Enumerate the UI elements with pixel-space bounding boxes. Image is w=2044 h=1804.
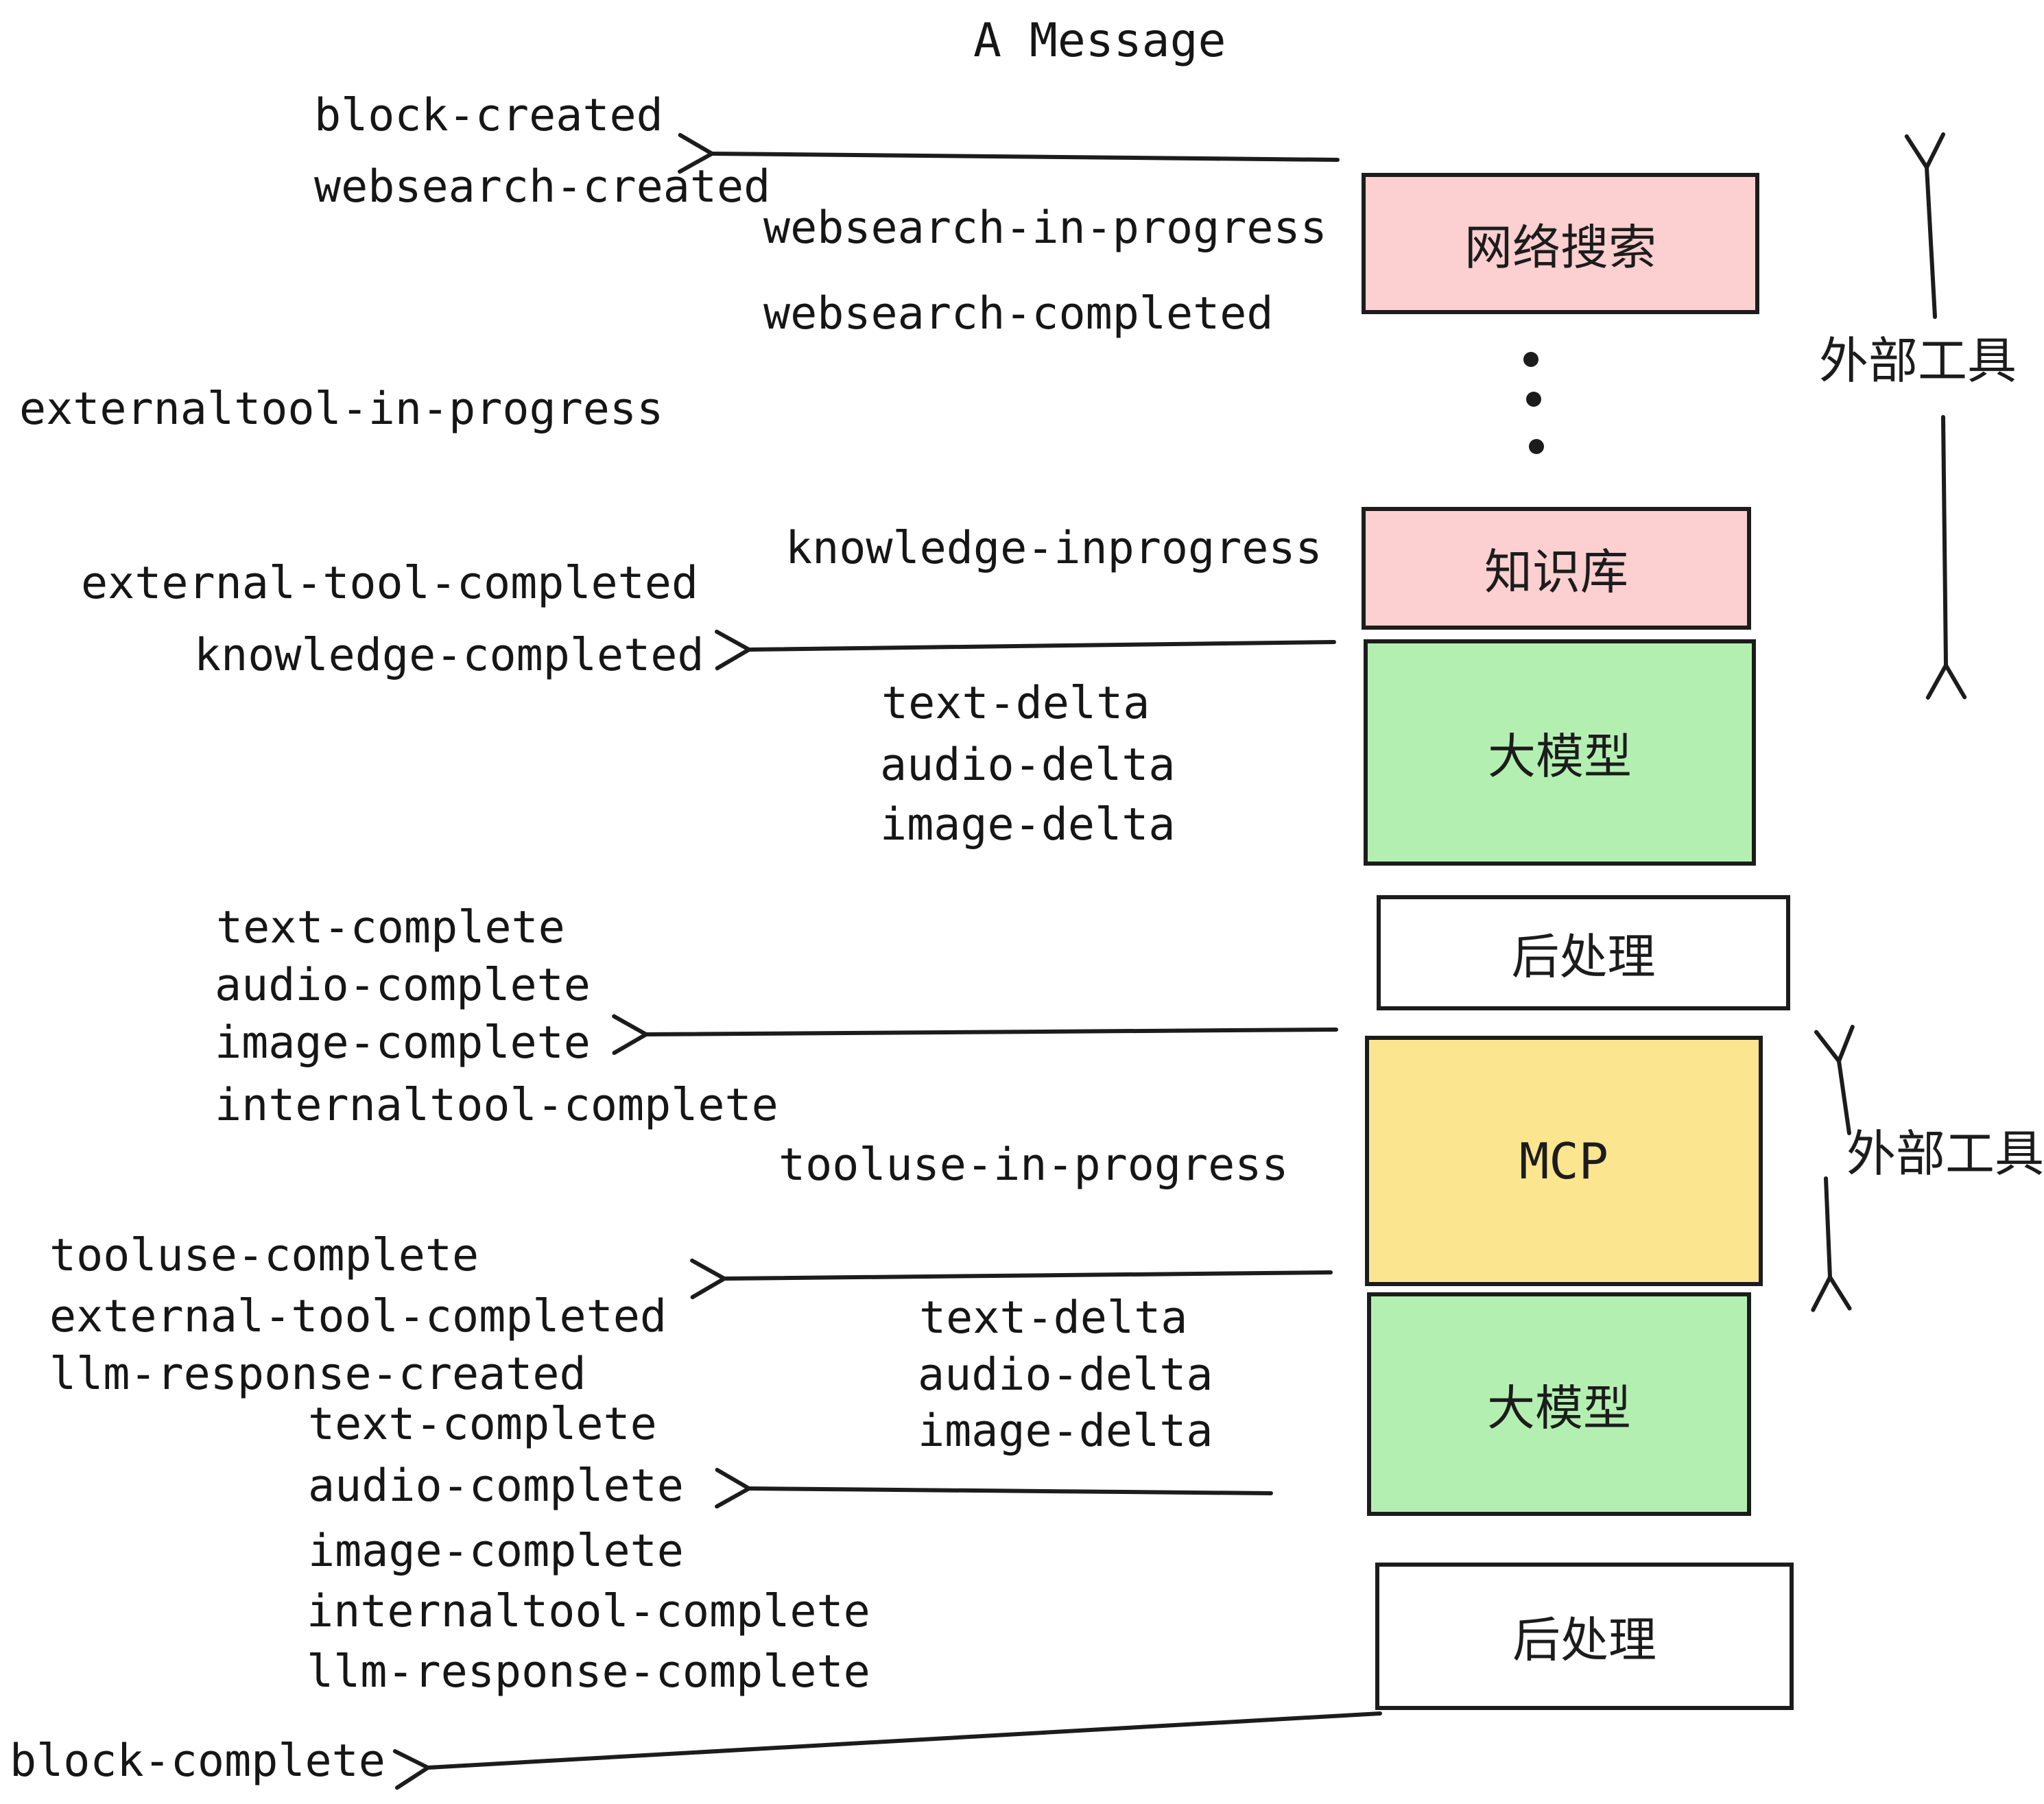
vertical-ellipsis-dots [1523,352,1544,454]
down-arrow-external-tools-1 [1925,415,1967,700]
page-title: A Message [973,14,1226,68]
box-knowledge-base-label: 知识库 [1484,544,1628,600]
box-postprocess-2: 后处理 [1375,1563,1794,1710]
label-audio-delta-2: audio-delta [918,1349,1213,1401]
label-websearch-in-progress: websearch-in-progress [763,202,1327,254]
label-knowledge-completed: knowledge-completed [194,630,704,681]
label-image-delta-1: image-delta [880,799,1176,851]
box-websearch-label: 网络搜索 [1464,219,1656,276]
label-text-delta-2: text-delta [919,1292,1188,1344]
left-arrow-to-tooluse-complete [690,1258,1333,1300]
label-text-complete-2: text-complete [308,1399,657,1450]
box-llm-2: 大模型 [1367,1292,1751,1516]
label-llm-response-created: llm-response-created [49,1349,586,1400]
box-postprocess-2-label: 后处理 [1512,1612,1656,1668]
label-websearch-created: websearch-created [314,161,771,213]
label-llm-response-complete: llm-response-complete [307,1646,870,1698]
label-block-created: block-created [314,90,663,141]
up-arrow-external-tools-2 [1814,1025,1855,1135]
label-image-complete-2: image-complete [308,1526,684,1577]
label-websearch-completed: websearch-completed [763,288,1274,340]
label-image-delta-2: image-delta [918,1405,1213,1457]
label-external-tool-completed-2: external-tool-completed [49,1291,667,1342]
label-external-tools-1: 外部工具 [1819,332,2017,390]
label-internaltool-complete-1: internaltool-complete [215,1080,779,1131]
label-text-complete-1: text-complete [216,902,565,953]
left-arrow-to-websearch-created [678,132,1340,174]
label-knowledge-inprogress: knowledge-inprogress [785,523,1322,574]
box-postprocess-1: 后处理 [1377,895,1790,1010]
left-arrow-to-image-complete [612,1014,1338,1055]
label-internaltool-complete-2: internaltool-complete [307,1586,870,1637]
box-websearch: 网络搜索 [1362,173,1759,314]
label-image-complete-1: image-complete [215,1017,591,1069]
label-tooluse-complete: tooluse-complete [49,1230,479,1281]
box-knowledge-base: 知识库 [1362,507,1751,630]
box-llm-1-label: 大模型 [1488,728,1632,785]
left-arrow-to-knowledge-completed [714,629,1336,671]
left-arrow-to-audio-complete [715,1467,1273,1509]
label-audio-complete-2: audio-complete [308,1460,684,1512]
label-block-complete: block-complete [10,1735,385,1787]
box-mcp-label: MCP [1519,1132,1609,1190]
label-externaltool-in-progress: externaltool-in-progress [19,383,664,435]
label-text-delta-1: text-delta [881,678,1150,729]
box-postprocess-1-label: 后处理 [1511,928,1656,985]
label-audio-delta-1: audio-delta [880,739,1176,791]
box-llm-2-label: 大模型 [1487,1379,1631,1436]
label-tooluse-in-progress: tooluse-in-progress [779,1139,1289,1191]
label-external-tools-2: 外部工具 [1846,1125,2044,1183]
box-mcp: MCP [1365,1036,1763,1286]
label-external-tool-completed: external-tool-completed [81,558,699,609]
up-arrow-external-tools-1 [1904,132,1946,319]
label-audio-complete-1: audio-complete [215,960,591,1011]
box-llm-1: 大模型 [1364,639,1756,866]
diagonal-arrow-to-block-complete [392,1711,1382,1790]
down-arrow-external-tools-2 [1811,1176,1852,1312]
